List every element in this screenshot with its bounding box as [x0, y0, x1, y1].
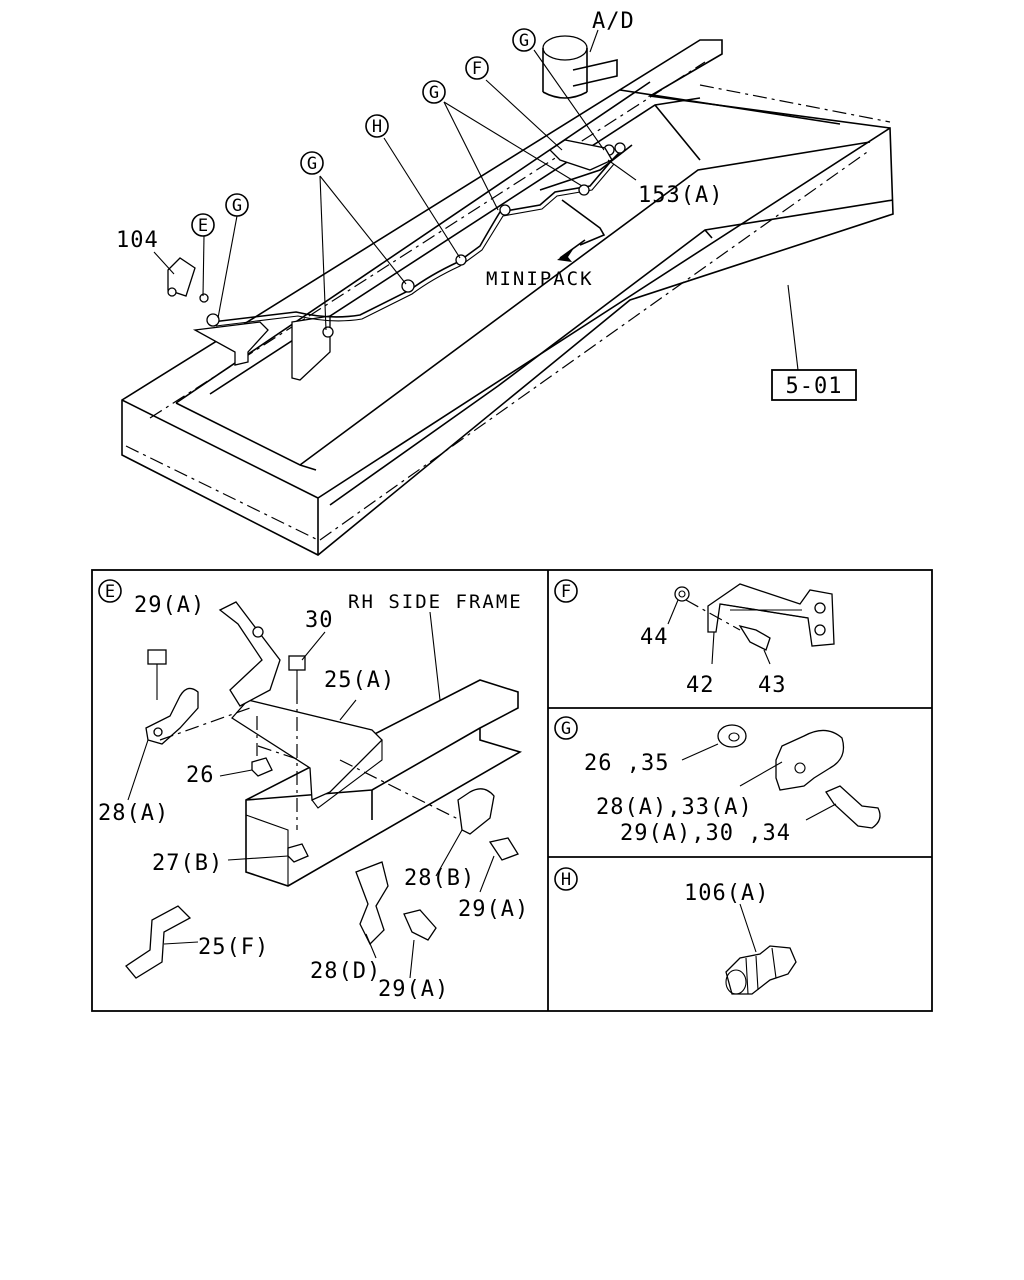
label-g-28a-33a: 28(A),33(A) [596, 795, 753, 820]
label-h-106a: 106(A) [684, 881, 769, 906]
label-minipack: MINIPACK [486, 268, 594, 290]
ref-box [771, 369, 857, 401]
plate-bracket [291, 315, 331, 381]
panel-g-tag: G [561, 719, 571, 739]
callout-g-top: G [512, 28, 536, 52]
valve-bracket [548, 139, 613, 171]
callout-h-top: H [365, 114, 389, 138]
label-e-28d: 28(D) [310, 959, 381, 984]
panel-h-tag: H [561, 870, 571, 890]
brake-pipe [211, 147, 625, 323]
clamp-28b [457, 788, 495, 835]
bracket-upper [218, 601, 281, 707]
fitting-106a [725, 945, 797, 995]
callout-g-front: G [225, 193, 249, 217]
panel-h: H 106(A) [554, 867, 797, 995]
frame-centerline-3 [319, 149, 871, 541]
label-g-26-35: 26 ,35 [584, 751, 669, 776]
callout-g-mid: G [422, 80, 446, 104]
frame-top-edge [121, 127, 891, 555]
label-f-42: 42 [686, 673, 715, 698]
callout-g-mid-text: G [429, 83, 439, 103]
label-153a: 153(A) [638, 183, 723, 208]
label-e-25a: 25(A) [324, 668, 395, 693]
panel-e: E 29(A) 30 [98, 579, 529, 1002]
front-bracket [192, 321, 269, 366]
callout-g-left-text: G [307, 154, 317, 174]
frame-inner-channel [175, 81, 871, 471]
label-e-30: 30 [305, 608, 334, 633]
label-e-26: 26 [186, 763, 215, 788]
label-104: 104 [116, 228, 159, 253]
label-e-29a-top: 29(A) [134, 593, 205, 618]
callout-g-front-text: G [232, 196, 242, 216]
callout-g-top-text: G [519, 31, 529, 51]
frame-centerline-2 [125, 445, 319, 541]
bracket-25f [125, 905, 192, 979]
panel-f: F 44 42 43 [554, 579, 835, 698]
frame-outer-outline [121, 39, 894, 556]
frame-centerline-4 [699, 84, 891, 123]
label-ref: 5-01 [786, 374, 843, 399]
callout-f-text: F [472, 59, 482, 79]
panel-e-tag: E [105, 582, 115, 602]
label-e-25f: 25(F) [198, 935, 269, 960]
panel-f-tag: F [561, 582, 571, 602]
bracket-25a [231, 699, 383, 801]
label-f-44: 44 [640, 625, 669, 650]
label-ad: A/D [592, 9, 635, 34]
label-e-29a-bottom: 29(A) [378, 977, 449, 1002]
ad-unit [542, 35, 618, 99]
clamp-28d [355, 861, 389, 946]
callout-g-left: G [300, 151, 324, 175]
callout-e-top: E [191, 213, 215, 237]
label-f-43: 43 [758, 673, 787, 698]
label-e-27b: 27(B) [152, 851, 223, 876]
callout-f-top: F [465, 56, 489, 80]
callout-e-text: E [198, 216, 208, 236]
callout-h-text: H [372, 117, 382, 137]
panel-g: G 26 ,35 28(A),33(A) 29(A),30 ,34 [554, 716, 881, 846]
rh-side-frame [245, 679, 523, 887]
label-e-28a: 28(A) [98, 801, 169, 826]
label-e-29a-right: 29(A) [458, 897, 529, 922]
label-g-29a-30-34: 29(A),30 ,34 [620, 821, 791, 846]
upper-leaders [153, 29, 799, 371]
label-e-28b: 28(B) [404, 866, 475, 891]
chassis-frame-view [121, 35, 894, 556]
clamp-g [775, 729, 845, 791]
bracket-42 [707, 583, 835, 647]
frame-lower-rail [329, 199, 894, 506]
bolt-g [825, 785, 881, 829]
part-104-shape [167, 257, 196, 297]
detail-panels-frame [91, 569, 933, 1012]
label-rh-side-frame: RH SIDE FRAME [348, 591, 523, 613]
frame-inner-rail [209, 89, 841, 395]
